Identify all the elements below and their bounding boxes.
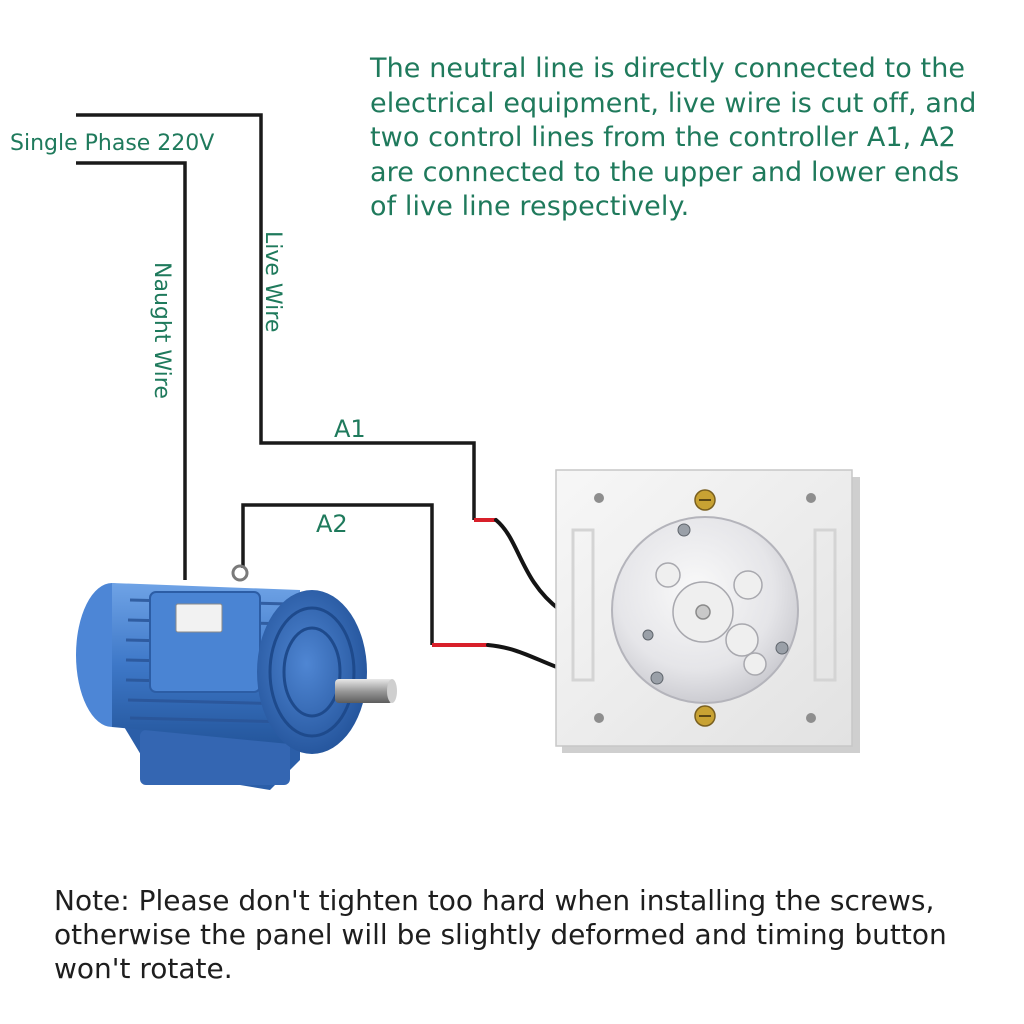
a1-label: A1 [334,415,366,443]
live-wire-line [76,113,476,520]
a2-label: A2 [316,510,348,538]
neutral-wire-line [76,161,187,580]
timer-spindle-icon [695,604,711,620]
electric-motor [76,564,397,790]
motor-lifting-eye [231,564,249,582]
small-gear-icon [725,623,759,657]
small-gear-icon [733,570,763,600]
small-gear-icon [655,562,681,588]
motor-shaft-end [387,679,397,703]
a2-wire-line [241,503,434,645]
wiring-lines [76,113,476,645]
motor-shaft [335,679,393,703]
mounting-screws [694,489,716,727]
description-line: of live line respectively. [370,191,690,222]
panel-holes [594,493,816,723]
installation-note: Note: Please don't tighten too hard when… [54,884,1014,986]
dome-screws [642,523,789,685]
panel-ribs [571,528,837,682]
note-line: otherwise the panel will be slightly def… [54,918,947,951]
motor-face-ribs [268,606,356,738]
description-line: are connected to the upper and lower end… [370,156,960,188]
supply-label: Single Phase 220V [10,131,214,156]
neutral-wire-label: Naught Wire [149,262,174,399]
note-line: Note: Please don't tighten too hard when… [54,884,935,917]
live-wire-label: Live Wire [260,231,285,332]
motor-front-face [257,590,367,754]
motor-foot [140,730,290,785]
small-gear-icon [743,652,767,676]
description-line: two control lines from the controller A1… [370,122,956,153]
description-line: The neutral line is directly connected t… [370,53,966,84]
wiring-description: The neutral line is directly connected t… [370,52,1010,225]
description-line: electrical equipment, live wire is cut o… [370,87,977,119]
note-line: won't rotate. [54,952,233,985]
red-wire-tips [432,518,496,647]
motor-nameplate [175,603,223,633]
timer-controller [555,469,860,753]
